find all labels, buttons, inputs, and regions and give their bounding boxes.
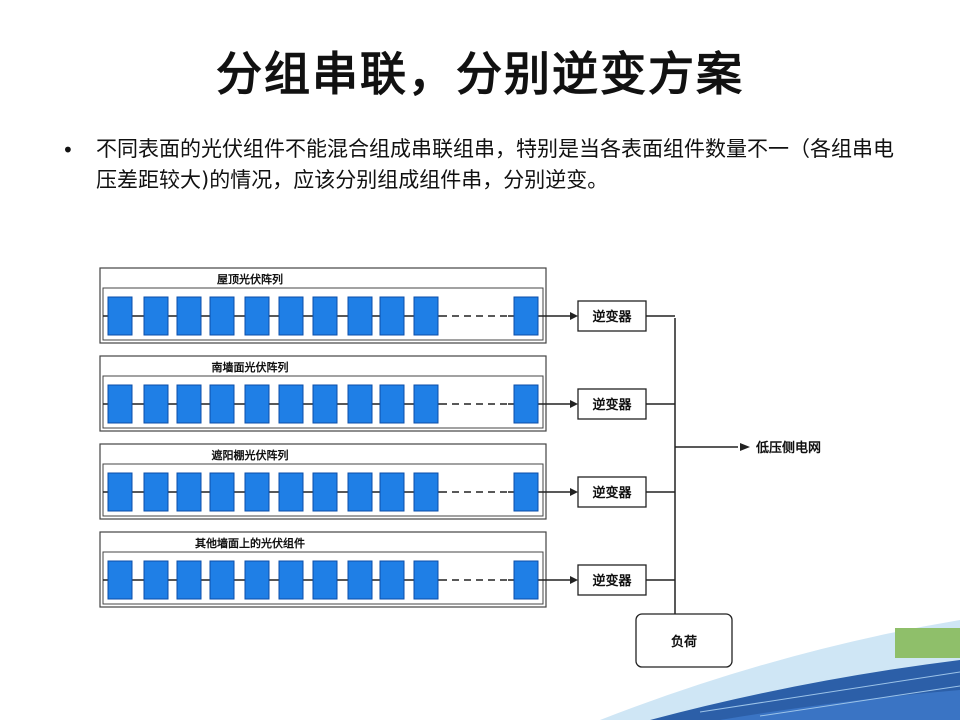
inverter-label: 逆变器 xyxy=(592,309,632,325)
pv-panel xyxy=(413,560,439,600)
pv-panel xyxy=(278,472,304,512)
pv-panel xyxy=(347,472,373,512)
pv-panel xyxy=(413,296,439,336)
array-title: 其他墙面上的光伏组件 xyxy=(195,536,305,550)
pv-panel xyxy=(244,384,270,424)
pv-panel xyxy=(244,472,270,512)
pv-panel xyxy=(379,296,405,336)
pv-panel xyxy=(413,384,439,424)
bullet-mark: • xyxy=(62,138,74,162)
pv-panel xyxy=(379,472,405,512)
pv-panel xyxy=(176,472,202,512)
pv-panel xyxy=(107,560,133,600)
pv-panel xyxy=(347,296,373,336)
pv-panel xyxy=(209,296,235,336)
array-title: 遮阳棚光伏阵列 xyxy=(212,448,289,462)
pv-panel xyxy=(209,560,235,600)
pv-panel xyxy=(143,472,169,512)
inverter-label: 逆变器 xyxy=(592,397,632,413)
inverter-box xyxy=(577,476,647,508)
pv-panel xyxy=(312,560,338,600)
load-box xyxy=(635,613,733,668)
inverter-box xyxy=(577,388,647,420)
pv-panel xyxy=(312,384,338,424)
pv-panel xyxy=(278,384,304,424)
arrays-layer: 屋顶光伏阵列逆变器南墙面光伏阵列逆变器遮阳棚光伏阵列逆变器其他墙面上的光伏组件逆… xyxy=(99,267,675,608)
pv-panel xyxy=(244,560,270,600)
pv-panel xyxy=(107,296,133,336)
pv-panel xyxy=(513,560,539,600)
pv-panel xyxy=(143,560,169,600)
slide-title: 分组串联，分别逆变方案 xyxy=(216,47,744,101)
pv-panel xyxy=(176,296,202,336)
pv-panel xyxy=(143,296,169,336)
grid-arrow-icon xyxy=(740,443,750,451)
inverter-label: 逆变器 xyxy=(592,573,632,589)
load-label: 负荷 xyxy=(671,634,697,650)
pv-panel xyxy=(312,472,338,512)
solar-photo-decoration xyxy=(600,620,960,720)
pv-panel xyxy=(513,296,539,336)
output-arrow-icon xyxy=(570,400,578,408)
pv-panel xyxy=(209,472,235,512)
pv-panel xyxy=(379,384,405,424)
pv-panel xyxy=(347,560,373,600)
inverter-label: 逆变器 xyxy=(592,485,632,501)
pv-panel xyxy=(209,384,235,424)
grid-label: 低压侧电网 xyxy=(755,440,821,456)
pv-panel xyxy=(312,296,338,336)
output-arrow-icon xyxy=(570,576,578,584)
inverter-box xyxy=(577,564,647,596)
array-title: 南墙面光伏阵列 xyxy=(212,360,289,374)
pv-panel xyxy=(379,560,405,600)
array-title: 屋顶光伏阵列 xyxy=(217,272,283,286)
pv-panel xyxy=(244,296,270,336)
pv-panel xyxy=(143,384,169,424)
pv-panel xyxy=(278,560,304,600)
pv-panel xyxy=(176,560,202,600)
pv-panel xyxy=(347,384,373,424)
pv-panel xyxy=(513,472,539,512)
bullet-text: 不同表面的光伏组件不能混合组成串联组串，特别是当各表面组件数量不一（各组串电压差… xyxy=(96,137,894,192)
output-arrow-icon xyxy=(570,312,578,320)
pv-panel xyxy=(107,472,133,512)
pv-panel xyxy=(278,296,304,336)
output-arrow-icon xyxy=(570,488,578,496)
pv-panel xyxy=(413,472,439,512)
pv-panel xyxy=(176,384,202,424)
pv-panel xyxy=(513,384,539,424)
pv-panel xyxy=(107,384,133,424)
